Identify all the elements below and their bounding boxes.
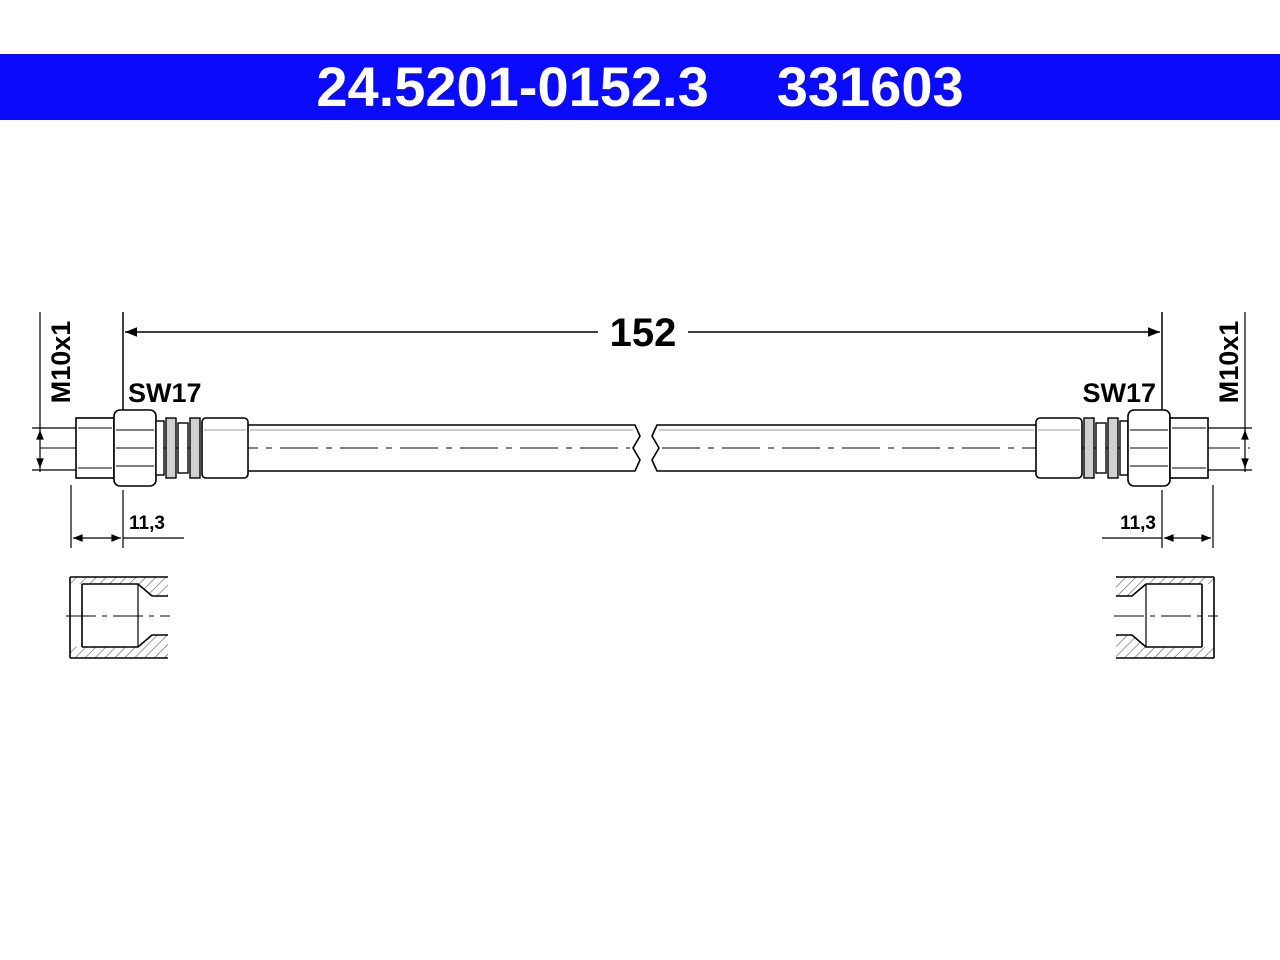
- part-number: 24.5201-0152.3: [316, 55, 709, 118]
- left-depth-dimension: 11,3: [70, 485, 184, 548]
- right-fitting: [1035, 409, 1209, 487]
- right-depth-label: 11,3: [1120, 513, 1156, 534]
- length-dimension: 152: [122, 311, 1163, 420]
- product-code: 331603: [776, 55, 964, 118]
- left-depth-label: 11,3: [129, 513, 165, 534]
- right-thread-dimension: M10x1: [1208, 312, 1252, 472]
- left-wrench-label: SW17: [128, 378, 202, 408]
- left-fitting: [75, 409, 249, 487]
- left-thread-label: M10x1: [46, 321, 76, 404]
- left-thread-dimension: M10x1: [32, 312, 76, 472]
- right-wrench-label: SW17: [1082, 378, 1156, 408]
- right-port-section: [1114, 576, 1218, 659]
- right-thread-label: M10x1: [1214, 321, 1244, 404]
- length-label: 152: [610, 311, 677, 355]
- right-depth-dimension: 11,3: [1102, 485, 1214, 548]
- title-banner: 24.5201-0152.3 331603: [0, 54, 1280, 120]
- left-port-section: [66, 576, 170, 659]
